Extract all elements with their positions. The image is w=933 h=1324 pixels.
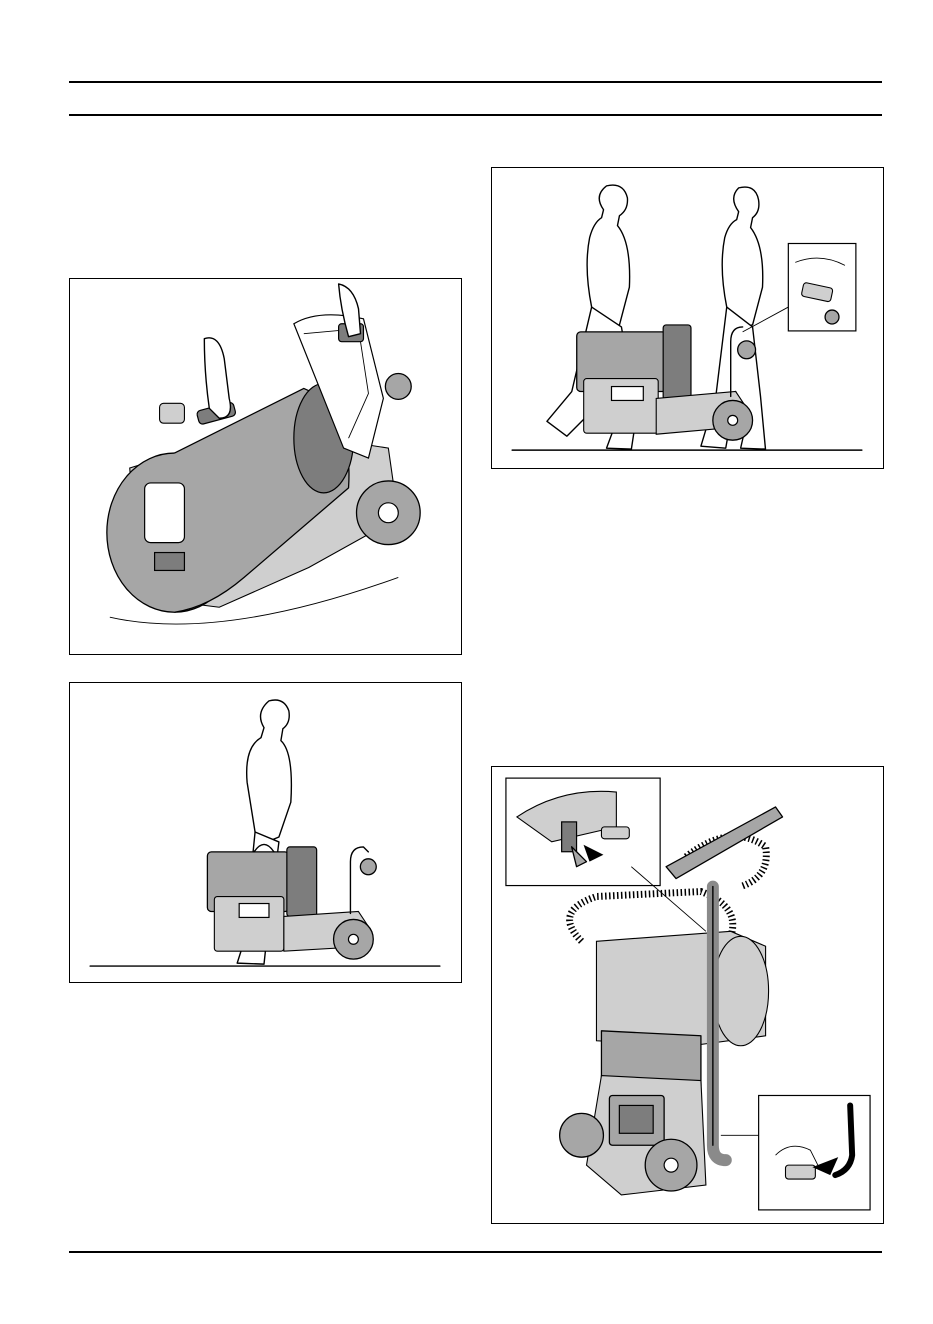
figure-tilt-open-lid [69,278,462,655]
header-rule-top [69,81,882,83]
figure-carry-two-persons [491,167,884,469]
one-person-carrying-vacuum-illustration [70,683,461,982]
figure-carry-one-person [69,682,462,983]
header-rule-bottom [69,114,882,116]
upright-vacuum-hose-storage-illustration [492,767,883,1223]
footer-rule [69,1251,882,1253]
vacuum-tilted-lid-open-illustration [70,279,461,654]
two-persons-carrying-vacuum-illustration [492,168,883,468]
figure-hose-storage [491,766,884,1224]
